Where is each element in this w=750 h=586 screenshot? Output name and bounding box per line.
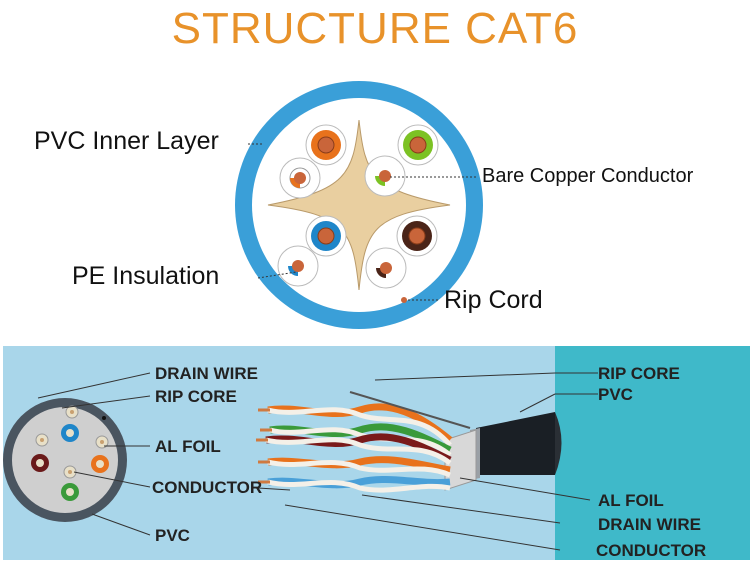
rip-cord-dot bbox=[401, 297, 407, 303]
label-drain-wire-right: DRAIN WIRE bbox=[598, 515, 701, 534]
label-pvc-right: PVC bbox=[598, 385, 633, 404]
cable-jacket bbox=[476, 412, 555, 475]
page-title: STRUCTURE CAT6 bbox=[171, 4, 579, 53]
green-white-wire bbox=[379, 170, 391, 182]
blue-white-wire bbox=[292, 260, 304, 272]
label-rip-cord: Rip Cord bbox=[444, 286, 543, 314]
label-pvc-inner-layer: PVC Inner Layer bbox=[34, 127, 219, 155]
label-pvc-left: PVC bbox=[155, 526, 190, 545]
label-al-foil-left: AL FOIL bbox=[155, 437, 221, 456]
brown-white-wire bbox=[380, 262, 392, 274]
label-rip-core-right: RIP CORE bbox=[598, 364, 680, 383]
label-conductor-right: CONDUCTOR bbox=[596, 541, 707, 560]
label-pe-insulation: PE Insulation bbox=[72, 262, 220, 290]
label-drain-wire-left: DRAIN WIRE bbox=[155, 364, 258, 383]
label-rip-core-left: RIP CORE bbox=[155, 387, 237, 406]
label-conductor-left: CONDUCTOR bbox=[152, 478, 263, 497]
cable-panel-right bbox=[555, 346, 750, 560]
label-al-foil-right: AL FOIL bbox=[598, 491, 664, 510]
label-bare-copper: Bare Copper Conductor bbox=[482, 165, 694, 187]
